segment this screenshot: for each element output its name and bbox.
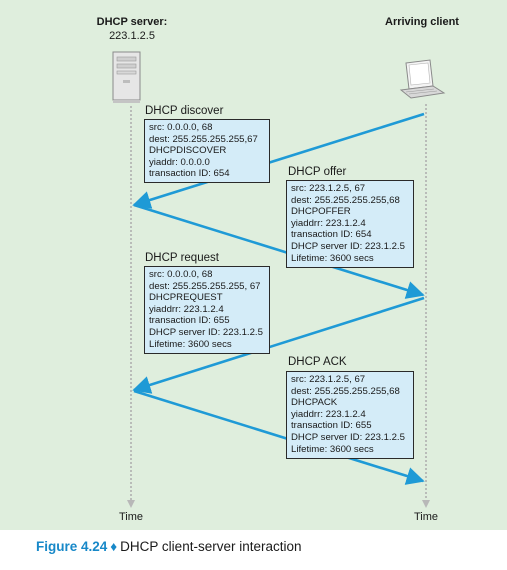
discover-line: yiaddr: 0.0.0.0: [149, 156, 210, 168]
discover-line: transaction ID: 654: [149, 168, 230, 180]
request-line: dest: 255.255.255.255, 67: [149, 280, 261, 292]
request-line: transaction ID: 655: [149, 315, 230, 327]
request-arrow: [132, 296, 425, 394]
offer-arrow: [133, 203, 425, 299]
request-line: DHCP server ID: 223.1.2.5: [149, 326, 263, 338]
ack-line: transaction ID: 655: [291, 420, 372, 432]
server-icon: [112, 51, 141, 103]
ack-line: Lifetime: 3600 secs: [291, 443, 374, 455]
discover-line: src: 0.0.0.0, 68: [149, 122, 213, 133]
offer-line: DHCPOFFER: [291, 206, 351, 218]
discover-line: DHCPDISCOVER: [149, 145, 227, 157]
discover-line: dest: 255.255.255.255,67: [149, 133, 258, 145]
client-time-label: Time: [413, 511, 439, 523]
request-line: DHCPREQUEST: [149, 292, 223, 304]
ack-line: yiaddrr: 223.1.2.4: [291, 408, 366, 420]
request-title: DHCP request: [145, 252, 219, 264]
offer-line: DHCP server ID: 223.1.2.5: [291, 240, 405, 252]
figure-caption: Figure 4.24♦DHCP client-server interacti…: [36, 539, 302, 555]
client-timeline-arrowhead: [422, 500, 430, 508]
request-message-box: src: 0.0.0.0, 68 dest: 255.255.255.255, …: [144, 266, 270, 354]
offer-line: Lifetime: 3600 secs: [291, 252, 374, 264]
discover-arrow: [132, 112, 425, 209]
offer-message-box: src: 223.1.2.5, 67 dest: 255.255.255.255…: [286, 180, 414, 268]
ack-message-box: src: 223.1.2.5, 67 dest: 255.255.255.255…: [286, 371, 414, 459]
offer-line: yiaddrr: 223.1.2.4: [291, 217, 366, 229]
offer-line: transaction ID: 654: [291, 229, 372, 241]
caption-diamond-icon: ♦: [110, 539, 118, 554]
offer-line: dest: 255.255.255.255,68: [291, 194, 400, 206]
discover-title: DHCP discover: [145, 105, 224, 117]
ack-line: dest: 255.255.255.255,68: [291, 385, 400, 397]
server-label: DHCP server:: [96, 16, 168, 28]
request-line: Lifetime: 3600 secs: [149, 338, 232, 350]
offer-line: src: 223.1.2.5, 67: [291, 183, 366, 194]
figure-number: Figure 4.24: [36, 539, 108, 554]
request-line: src: 0.0.0.0, 68: [149, 269, 213, 280]
server-timeline-arrowhead: [127, 500, 135, 508]
server-time-label: Time: [118, 511, 144, 523]
ack-title: DHCP ACK: [288, 356, 347, 368]
caption-text: DHCP client-server interaction: [120, 539, 302, 554]
ack-line: DHCP server ID: 223.1.2.5: [291, 431, 405, 443]
request-line: yiaddrr: 223.1.2.4: [149, 303, 224, 315]
ack-line: DHCPACK: [291, 397, 338, 409]
laptop-icon: [399, 59, 446, 99]
client-label: Arriving client: [385, 16, 459, 28]
ack-arrow: [133, 389, 425, 485]
server-address: 223.1.2.5: [109, 30, 155, 42]
offer-title: DHCP offer: [288, 166, 347, 178]
ack-line: src: 223.1.2.5, 67: [291, 374, 366, 385]
discover-message-box: src: 0.0.0.0, 68 dest: 255.255.255.255,6…: [144, 119, 270, 183]
